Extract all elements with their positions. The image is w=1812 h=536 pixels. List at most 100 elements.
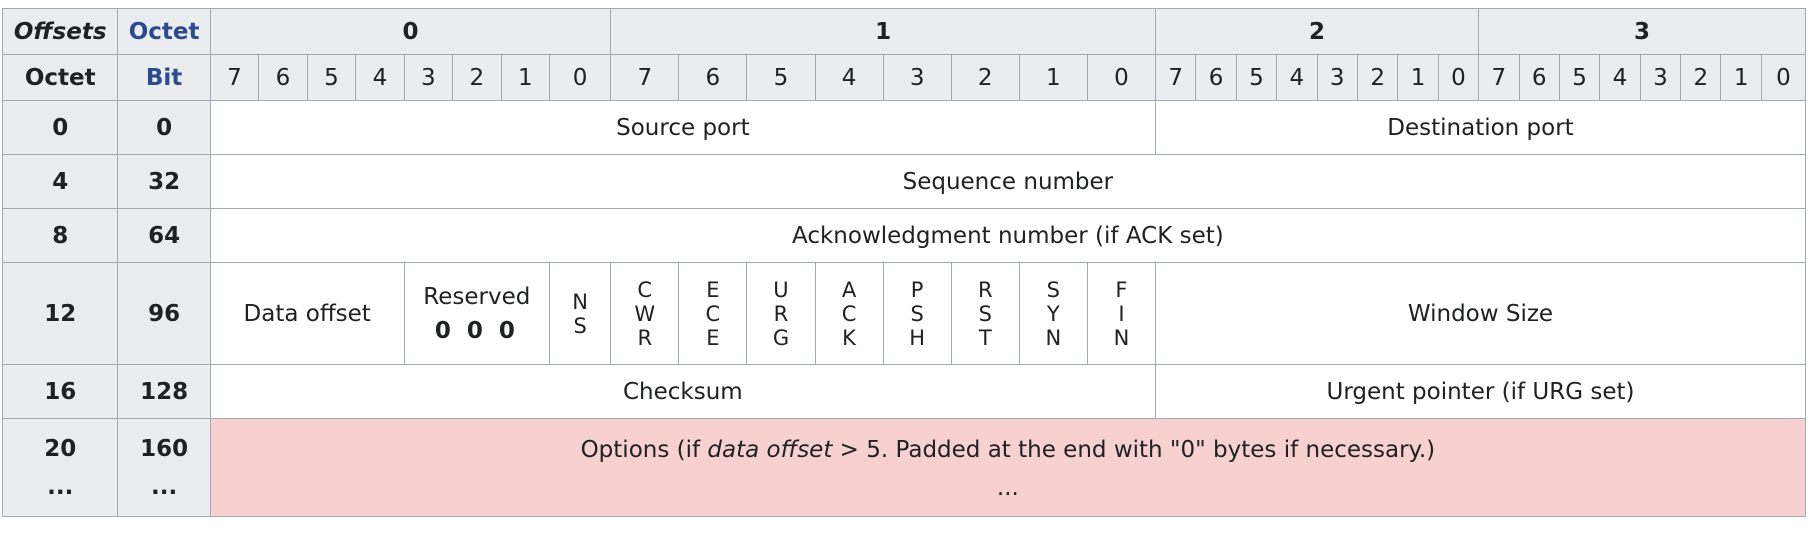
bit-label: 7 [1478, 54, 1520, 101]
row-octet-offset: 0 [1, 100, 119, 155]
bit-label: 5 [1235, 54, 1278, 101]
bit-label: 2 [950, 54, 1020, 101]
flag-letter: E [706, 325, 720, 350]
octet-header-row: Offsets Octet 0 1 2 3 [1, 8, 1806, 55]
options-field: Options (if data offset > 5. Padded at t… [209, 418, 1807, 517]
flag-letter: S [910, 301, 924, 326]
row-octet-offset: 8 [1, 208, 119, 263]
flag-letter: E [706, 277, 720, 302]
flag-ack: A C K [814, 262, 884, 365]
flag-letter: A [841, 277, 857, 302]
flag-letter: C [705, 301, 721, 326]
data-offset-field: Data offset [209, 262, 405, 365]
options-description: Options (if data offset > 5. Padded at t… [211, 436, 1804, 463]
destination-port-field: Destination port [1154, 100, 1807, 155]
flag-ece: E C E [678, 262, 748, 365]
flag-letter: R [977, 277, 993, 302]
flag-letter: G [772, 325, 790, 350]
flag-letter: N [1113, 325, 1130, 350]
row-bit-offset: 64 [117, 208, 211, 263]
urgent-pointer-field: Urgent pointer (if URG set) [1154, 364, 1807, 419]
flag-letter: C [841, 301, 857, 326]
row-octet-0: 0 0 Source port Destination port [1, 100, 1807, 155]
bit-label: 1 [500, 54, 551, 101]
flag-letter: H [909, 325, 926, 350]
bit-label: 3 [403, 54, 454, 101]
source-port-field: Source port [209, 100, 1156, 155]
flag-urg: U R G [746, 262, 816, 365]
bit-label: 7 [1154, 54, 1197, 101]
row-octet-offset: 12 [1, 262, 119, 365]
flag-letter: Y [1046, 301, 1060, 326]
reserved-field: Reserved 0 0 0 [403, 262, 551, 365]
tcp-header-table: Offsets Octet 0 1 2 3 Octet Bit 7 6 5 4 … [1, 8, 1807, 517]
bit-label: 0 [1086, 54, 1156, 101]
acknowledgment-number-field: Acknowledgment number (if ACK set) [209, 208, 1807, 263]
flag-syn: S Y N [1018, 262, 1088, 365]
bit-label: 6 [678, 54, 748, 101]
flag-letter: N [1045, 325, 1062, 350]
row-bit-offset: 0 [117, 100, 211, 155]
octet-2-header: 2 [1154, 8, 1480, 55]
flag-psh: P S H [882, 262, 952, 365]
bit-label: 2 [452, 54, 502, 101]
bit-label: 3 [882, 54, 952, 101]
bit-label: 3 [1639, 54, 1682, 101]
bit-header-row: Octet Bit 7 6 5 4 3 2 1 0 7 6 5 4 3 2 1 … [1, 54, 1807, 101]
flag-letter: N [572, 289, 588, 314]
options-text-italic: data offset [707, 436, 833, 463]
flag-letter: R [773, 301, 789, 326]
options-text-post: > 5. Padded at the end with "0" bytes if… [832, 436, 1436, 463]
bit-label: 4 [355, 54, 405, 101]
bit-label: 2 [1680, 54, 1722, 101]
row-octet-8: 8 64 Acknowledgment number (if ACK set) [1, 208, 1807, 263]
row-octet-12: 12 96 Data offset Reserved 0 0 0 N S C W… [1, 262, 1807, 365]
row-octet-offset: 20 ... [1, 418, 119, 517]
bit-label: 1 [1018, 54, 1088, 101]
options-ellipsis: ... [996, 474, 1019, 501]
flag-letter: S [978, 301, 992, 326]
flag-fin: F I N [1086, 262, 1156, 365]
bit-label: 5 [746, 54, 816, 101]
octet-3-header: 3 [1478, 8, 1806, 55]
flag-letter: S [1046, 277, 1060, 302]
flag-letter: S [573, 313, 587, 338]
row-bit-offset: 160 ... [117, 418, 211, 517]
flag-letter: C [637, 277, 653, 302]
flag-letter: P [910, 277, 924, 302]
bit-label: 1 [1397, 54, 1439, 101]
bit-label: 7 [610, 54, 680, 101]
flag-letter: F [1115, 277, 1128, 302]
row-octet-20: 20 ... 160 ... Options (if data offset >… [1, 418, 1807, 517]
bit-label: 7 [209, 54, 260, 101]
row-octet-offset: 16 [1, 364, 119, 419]
bit-offset-value: 160 [140, 435, 189, 462]
row-bit-offset: 96 [117, 262, 211, 365]
bit-label: 0 [549, 54, 612, 101]
flag-ns: N S [549, 262, 612, 365]
octet-offset-value: 20 [44, 435, 77, 462]
bit-label: 5 [1558, 54, 1601, 101]
octet-side-header: Octet [1, 54, 119, 101]
row-octet-16: 16 128 Checksum Urgent pointer (if URG s… [1, 364, 1807, 419]
row-bit-offset: 128 [117, 364, 211, 419]
row-octet-offset: 4 [1, 154, 119, 209]
options-text-pre: Options (if [580, 436, 708, 463]
bit-label: 4 [1276, 54, 1318, 101]
octet-header-link[interactable]: Octet [117, 8, 211, 55]
bit-label: 6 [258, 54, 308, 101]
bit-label: 6 [1518, 54, 1560, 101]
bit-label: 6 [1195, 54, 1237, 101]
flag-rst: R S T [950, 262, 1020, 365]
bit-header-link[interactable]: Bit [117, 54, 211, 101]
flag-letter: U [773, 277, 789, 302]
reserved-label: Reserved [423, 283, 531, 310]
reserved-bits: 0 0 0 [434, 317, 519, 344]
octet-1-header: 1 [610, 8, 1156, 55]
flag-letter: K [842, 325, 856, 350]
bit-label: 4 [814, 54, 884, 101]
bit-label: 1 [1720, 54, 1762, 101]
bit-offset-ellipsis: ... [150, 473, 178, 500]
checksum-field: Checksum [209, 364, 1156, 419]
flag-letter: I [1118, 301, 1125, 326]
